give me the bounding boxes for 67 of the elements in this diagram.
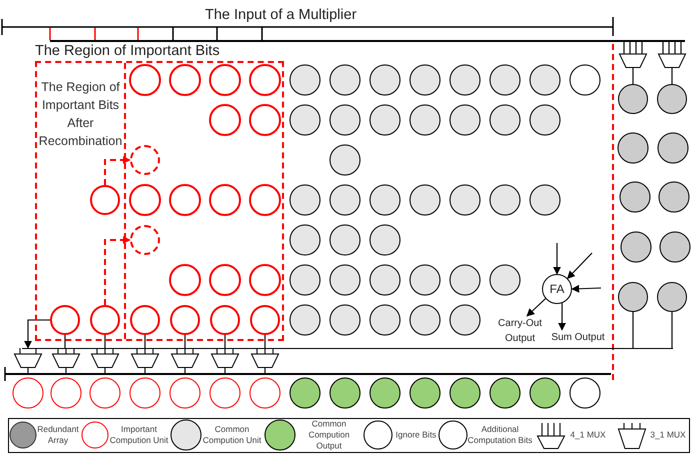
bus-label: The Input of a Multiplier (205, 7, 357, 23)
redundant-unit-circle (618, 84, 648, 114)
wire (104, 368, 106, 373)
legend-label: 4_1 MUX (570, 430, 606, 440)
wire (184, 368, 186, 373)
important-unit-circle (250, 305, 280, 335)
multiplexer-symbol (211, 348, 239, 368)
legend-label: Common Compution Output (307, 418, 351, 452)
wire (104, 335, 106, 348)
bus-line (22, 348, 673, 350)
arrow (567, 252, 592, 279)
important-unit-circle (130, 305, 160, 335)
region-label: The Region of Important Bits After Recombination (38, 79, 124, 150)
arrow (24, 319, 50, 349)
wire (65, 368, 67, 373)
wire (671, 68, 673, 84)
redundant-unit-circle (618, 282, 648, 312)
output-label: Sum Output (550, 330, 606, 344)
dashed-arrow (104, 156, 131, 185)
redundant-unit-circle (657, 282, 687, 312)
wire (264, 335, 266, 348)
legend-label: Common Compution Unit (202, 424, 262, 446)
multiplexer-symbol (171, 348, 199, 368)
multiplexer-symbol (14, 348, 42, 368)
multiplexer-symbol (52, 348, 80, 368)
legend-label: Ignore Bits (396, 430, 436, 440)
important-unit-circle (170, 305, 200, 335)
wire (264, 368, 266, 373)
wire (144, 335, 146, 348)
dashed-arrow (104, 236, 131, 305)
wire (224, 335, 226, 348)
arrow (558, 303, 566, 331)
multiplexer-symbol (619, 54, 647, 68)
multiplexer-symbol (91, 348, 119, 368)
wire (632, 68, 634, 84)
redundant-unit-circle (657, 84, 687, 114)
wire (632, 312, 634, 348)
legend-label: Additional Computation Bits (467, 424, 533, 446)
bus-line (50, 40, 685, 42)
placeholder-circle (130, 145, 160, 175)
legend-label: Redundant Array (36, 424, 80, 446)
important-unit-circle (90, 305, 120, 335)
wire (144, 368, 146, 373)
multiplexer-symbol (251, 348, 279, 368)
legend-label: Important Compution Unit (108, 424, 170, 446)
arrow (571, 284, 602, 293)
region-heading: The Region of Important Bits (35, 44, 220, 59)
dashed-region (37, 63, 126, 339)
wire (27, 368, 29, 373)
multiplexer-symbol (131, 348, 159, 368)
wire (224, 368, 226, 373)
wire (662, 41, 682, 55)
arrow (526, 298, 546, 317)
important-unit-circle (50, 305, 80, 335)
wire (184, 335, 186, 348)
important-unit-circle (210, 305, 240, 335)
wire (623, 41, 643, 55)
placeholder-circle (130, 225, 160, 255)
bus-line (5, 373, 611, 375)
multiplexer-symbol (658, 54, 686, 68)
full-adder-circle: FA (542, 274, 572, 304)
wire (64, 335, 66, 348)
wire (671, 312, 673, 348)
legend-label: 3_1 MUX (650, 430, 686, 440)
output-label: Carry-Out Output (490, 316, 550, 346)
important-unit-circle (90, 185, 120, 215)
arrow (553, 243, 561, 275)
